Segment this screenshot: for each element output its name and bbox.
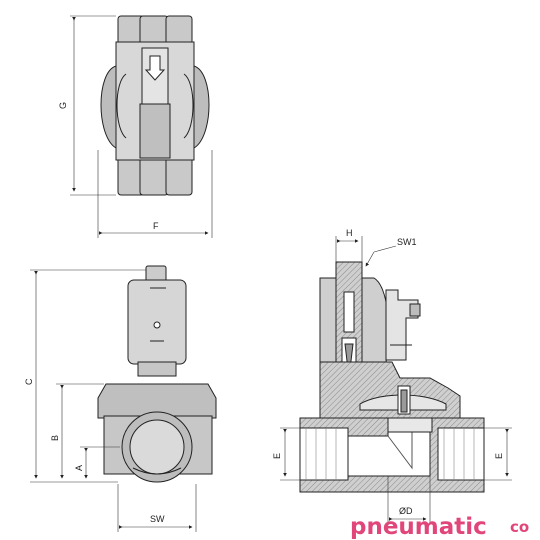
dim-label-sw: SW <box>150 514 165 524</box>
front-view <box>97 265 217 483</box>
front-view-dimensions <box>30 269 197 532</box>
logo-text: pneumatic <box>350 514 487 540</box>
dim-label-e-right: E <box>494 453 504 459</box>
dim-label-h: H <box>346 228 353 238</box>
dim-label-f: F <box>153 221 159 231</box>
top-view-dimensions <box>70 15 213 238</box>
dim-label-d: ØD <box>399 506 413 516</box>
top-view <box>100 15 210 196</box>
section-view-dimensions <box>280 236 512 524</box>
dim-label-b: B <box>50 435 60 441</box>
dim-label-a: A <box>74 465 84 471</box>
dim-label-sw1: SW1 <box>397 237 417 247</box>
logo-suffix: co <box>510 518 529 536</box>
dim-label-g: G <box>58 102 68 109</box>
pneumaticco-logo: pneumatic co <box>350 514 529 540</box>
section-view <box>299 261 485 493</box>
dim-label-e-left: E <box>272 453 282 459</box>
dim-label-c: C <box>24 378 34 385</box>
